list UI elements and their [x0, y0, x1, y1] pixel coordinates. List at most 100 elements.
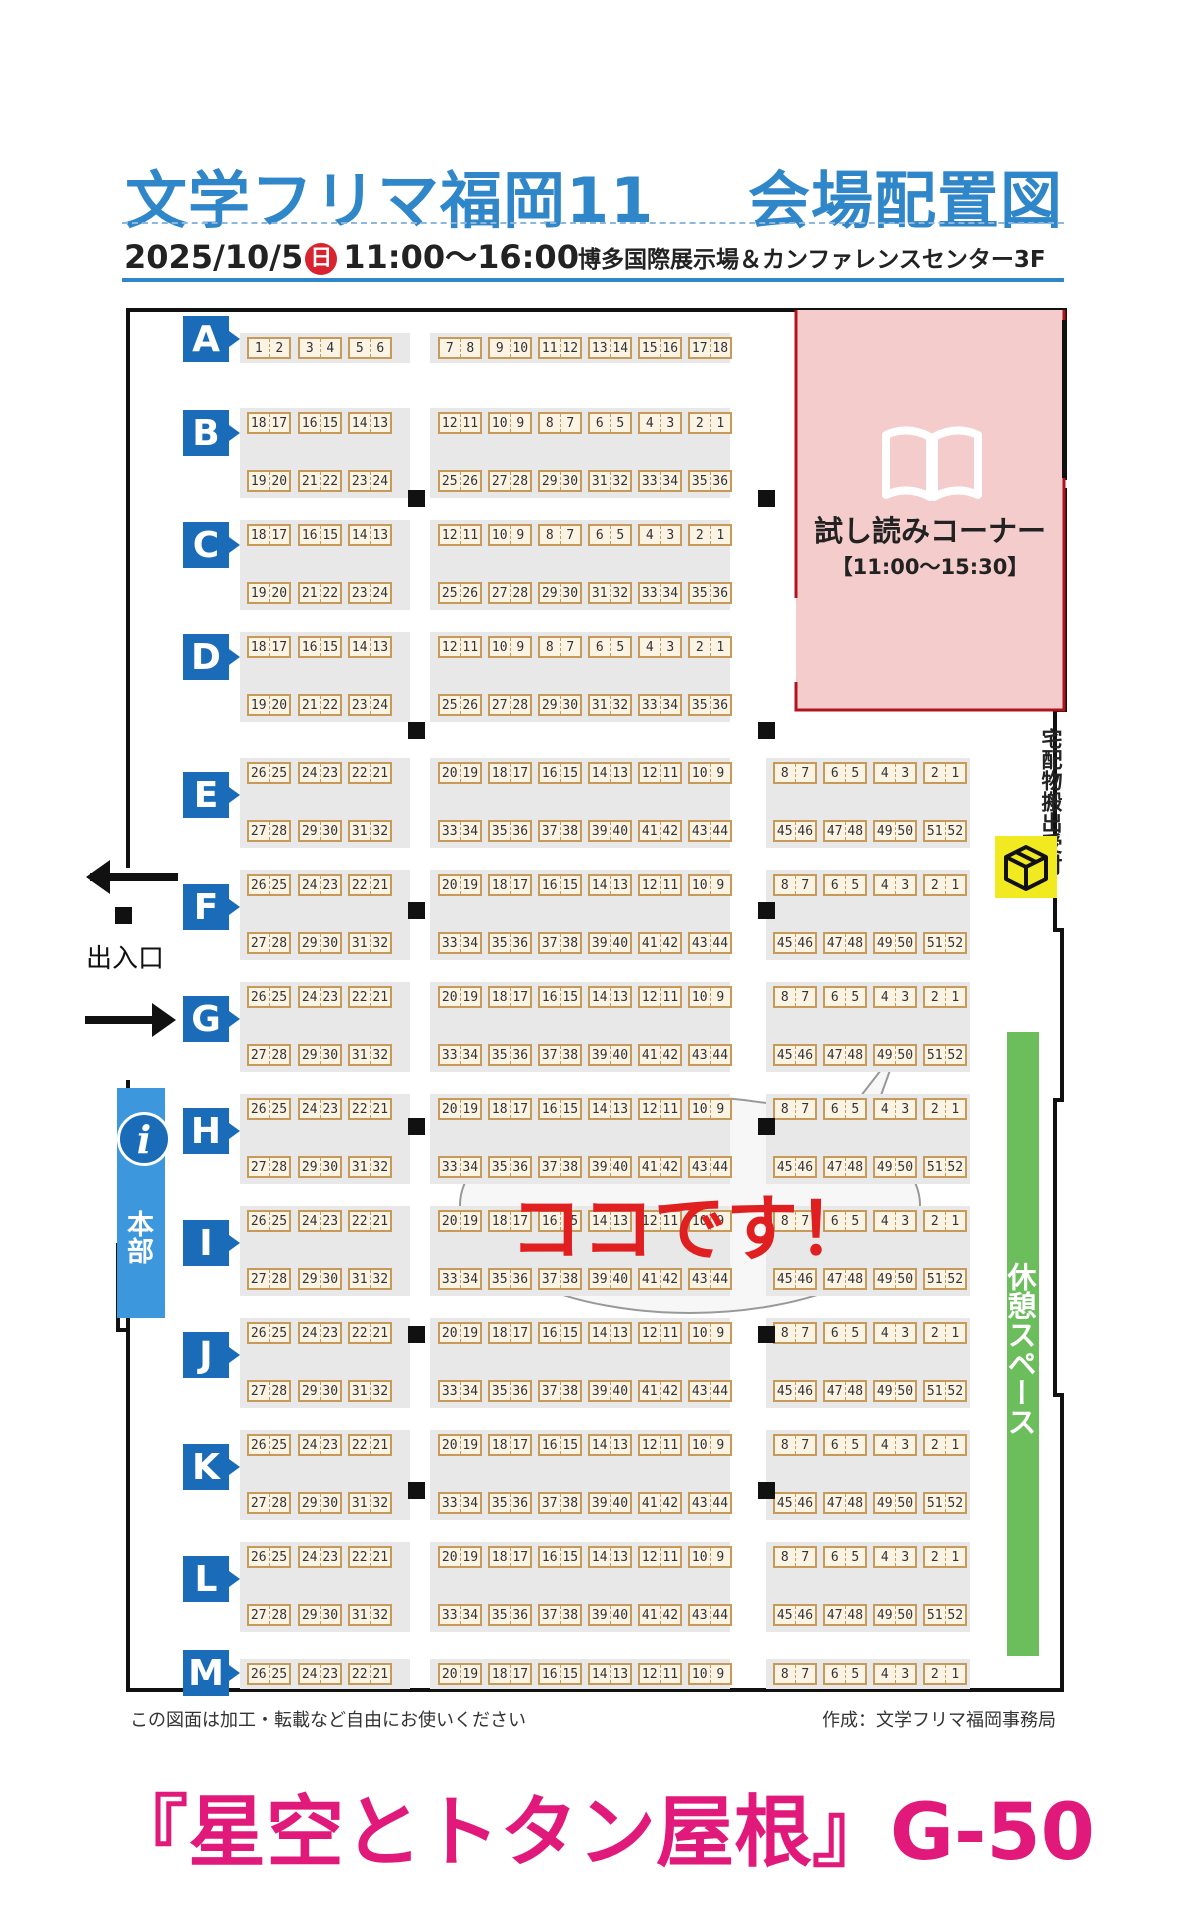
- booth-pair-b-bottom[interactable]: 2526: [438, 470, 482, 492]
- booth-pair-e-bottom[interactable]: 5152: [923, 820, 967, 842]
- booth-pair-i-bottom[interactable]: 3132: [348, 1268, 392, 1290]
- booth-pair-j-bottom[interactable]: 4546: [773, 1380, 817, 1402]
- booth-pair-d-top[interactable]: 1817: [247, 636, 291, 658]
- booth-pair-a-top[interactable]: 1112: [538, 337, 582, 359]
- booth-pair-k-bottom[interactable]: 3132: [348, 1492, 392, 1514]
- booth-pair-e-top[interactable]: 2423: [298, 762, 342, 784]
- booth-pair-f-bottom[interactable]: 3940: [588, 932, 632, 954]
- booth-pair-i-bottom[interactable]: 4546: [773, 1268, 817, 1290]
- booth-pair-k-bottom[interactable]: 3940: [588, 1492, 632, 1514]
- booth-pair-k-bottom[interactable]: 2728: [247, 1492, 291, 1514]
- booth-pair-d-bottom[interactable]: 2324: [348, 694, 392, 716]
- booth-pair-g-bottom[interactable]: 3536: [488, 1044, 532, 1066]
- booth-pair-h-top[interactable]: 109: [688, 1098, 732, 1120]
- booth-pair-b-top[interactable]: 1817: [247, 412, 291, 434]
- booth-pair-l-bottom[interactable]: 3334: [438, 1604, 482, 1626]
- booth-pair-g-bottom[interactable]: 3334: [438, 1044, 482, 1066]
- booth-pair-j-top[interactable]: 87: [773, 1322, 817, 1344]
- booth-pair-a-top[interactable]: 78: [438, 337, 482, 359]
- booth-pair-h-top[interactable]: 2221: [348, 1098, 392, 1120]
- booth-pair-d-top[interactable]: 87: [538, 636, 582, 658]
- booth-pair-f-top[interactable]: 1817: [488, 874, 532, 896]
- booth-pair-k-top[interactable]: 2019: [438, 1434, 482, 1456]
- booth-pair-h-top[interactable]: 2423: [298, 1098, 342, 1120]
- booth-pair-h-bottom[interactable]: 2728: [247, 1156, 291, 1178]
- booth-pair-a-top[interactable]: 12: [247, 337, 291, 359]
- booth-pair-i-bottom[interactable]: 5152: [923, 1268, 967, 1290]
- booth-pair-m-top[interactable]: 2221: [348, 1663, 392, 1685]
- booth-pair-d-bottom[interactable]: 2122: [298, 694, 342, 716]
- booth-pair-i-top[interactable]: 2019: [438, 1210, 482, 1232]
- booth-pair-h-bottom[interactable]: 3738: [538, 1156, 582, 1178]
- booth-pair-j-top[interactable]: 1211: [638, 1322, 682, 1344]
- booth-pair-l-bottom[interactable]: 5152: [923, 1604, 967, 1626]
- booth-pair-j-bottom[interactable]: 3940: [588, 1380, 632, 1402]
- booth-pair-k-top[interactable]: 1817: [488, 1434, 532, 1456]
- booth-pair-l-top[interactable]: 65: [823, 1546, 867, 1568]
- booth-pair-j-top[interactable]: 43: [873, 1322, 917, 1344]
- booth-pair-c-bottom[interactable]: 2526: [438, 582, 482, 604]
- booth-pair-m-top[interactable]: 21: [923, 1663, 967, 1685]
- booth-pair-h-top[interactable]: 1615: [538, 1098, 582, 1120]
- booth-pair-g-bottom[interactable]: 3738: [538, 1044, 582, 1066]
- booth-pair-e-bottom[interactable]: 3738: [538, 820, 582, 842]
- booth-pair-i-bottom[interactable]: 4950: [873, 1268, 917, 1290]
- booth-pair-c-bottom[interactable]: 3132: [588, 582, 632, 604]
- booth-pair-c-bottom[interactable]: 2324: [348, 582, 392, 604]
- booth-pair-g-top[interactable]: 1211: [638, 986, 682, 1008]
- booth-pair-l-bottom[interactable]: 4546: [773, 1604, 817, 1626]
- booth-pair-f-top[interactable]: 2625: [247, 874, 291, 896]
- booth-pair-g-top[interactable]: 109: [688, 986, 732, 1008]
- booth-pair-d-top[interactable]: 1211: [438, 636, 482, 658]
- booth-pair-i-bottom[interactable]: 3940: [588, 1268, 632, 1290]
- booth-pair-f-bottom[interactable]: 4748: [823, 932, 867, 954]
- booth-pair-e-top[interactable]: 1211: [638, 762, 682, 784]
- booth-pair-k-top[interactable]: 2625: [247, 1434, 291, 1456]
- booth-pair-e-bottom[interactable]: 2930: [298, 820, 342, 842]
- booth-pair-c-top[interactable]: 87: [538, 524, 582, 546]
- booth-pair-h-top[interactable]: 21: [923, 1098, 967, 1120]
- booth-pair-k-top[interactable]: 87: [773, 1434, 817, 1456]
- booth-pair-i-bottom[interactable]: 4142: [638, 1268, 682, 1290]
- booth-pair-c-bottom[interactable]: 2930: [538, 582, 582, 604]
- booth-pair-i-top[interactable]: 21: [923, 1210, 967, 1232]
- booth-pair-g-top[interactable]: 2019: [438, 986, 482, 1008]
- booth-pair-c-bottom[interactable]: 3334: [638, 582, 682, 604]
- booth-pair-j-bottom[interactable]: 3132: [348, 1380, 392, 1402]
- booth-pair-m-top[interactable]: 2625: [247, 1663, 291, 1685]
- booth-pair-f-top[interactable]: 1211: [638, 874, 682, 896]
- booth-pair-m-top[interactable]: 2423: [298, 1663, 342, 1685]
- booth-pair-b-top[interactable]: 21: [688, 412, 732, 434]
- booth-pair-l-bottom[interactable]: 2728: [247, 1604, 291, 1626]
- booth-pair-f-top[interactable]: 1615: [538, 874, 582, 896]
- booth-pair-d-top[interactable]: 21: [688, 636, 732, 658]
- booth-pair-k-top[interactable]: 21: [923, 1434, 967, 1456]
- booth-pair-k-top[interactable]: 1615: [538, 1434, 582, 1456]
- booth-pair-j-bottom[interactable]: 4748: [823, 1380, 867, 1402]
- booth-pair-m-top[interactable]: 2019: [438, 1663, 482, 1685]
- booth-pair-h-bottom[interactable]: 4950: [873, 1156, 917, 1178]
- booth-pair-c-top[interactable]: 109: [488, 524, 532, 546]
- booth-pair-g-bottom[interactable]: 2728: [247, 1044, 291, 1066]
- booth-pair-l-top[interactable]: 43: [873, 1546, 917, 1568]
- booth-pair-c-top[interactable]: 43: [638, 524, 682, 546]
- booth-pair-f-bottom[interactable]: 5152: [923, 932, 967, 954]
- booth-pair-b-bottom[interactable]: 2728: [488, 470, 532, 492]
- booth-pair-i-bottom[interactable]: 4748: [823, 1268, 867, 1290]
- booth-pair-l-top[interactable]: 1413: [588, 1546, 632, 1568]
- booth-pair-l-top[interactable]: 2423: [298, 1546, 342, 1568]
- booth-pair-l-top[interactable]: 87: [773, 1546, 817, 1568]
- booth-pair-i-top[interactable]: 1615: [538, 1210, 582, 1232]
- booth-pair-h-bottom[interactable]: 2930: [298, 1156, 342, 1178]
- booth-pair-i-top[interactable]: 1211: [638, 1210, 682, 1232]
- booth-pair-f-top[interactable]: 2019: [438, 874, 482, 896]
- booth-pair-e-bottom[interactable]: 4950: [873, 820, 917, 842]
- booth-pair-e-top[interactable]: 21: [923, 762, 967, 784]
- booth-pair-g-top[interactable]: 21: [923, 986, 967, 1008]
- booth-pair-j-top[interactable]: 1817: [488, 1322, 532, 1344]
- booth-pair-d-bottom[interactable]: 2526: [438, 694, 482, 716]
- booth-pair-l-top[interactable]: 1817: [488, 1546, 532, 1568]
- booth-pair-l-bottom[interactable]: 4748: [823, 1604, 867, 1626]
- booth-pair-k-top[interactable]: 1211: [638, 1434, 682, 1456]
- booth-pair-e-top[interactable]: 43: [873, 762, 917, 784]
